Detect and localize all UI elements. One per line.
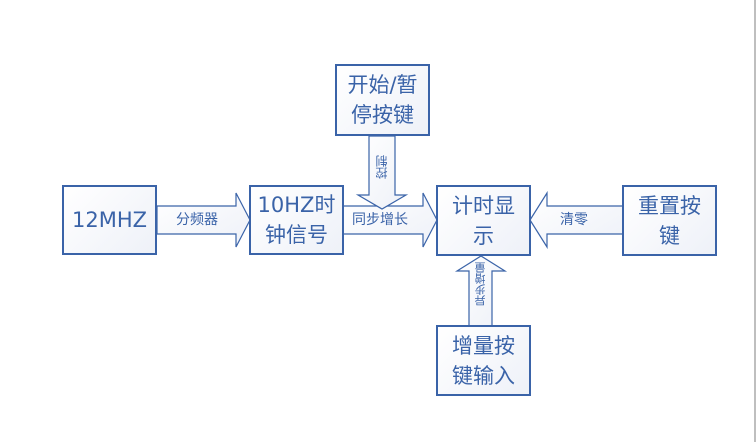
arrow-async — [454, 255, 508, 327]
edge-label-control: 控制 — [375, 155, 389, 179]
node-reset-line-1: 重置按 — [638, 193, 701, 218]
node-reset-line-2: 键 — [659, 223, 680, 248]
node-increment-line-1: 增量按 — [452, 333, 515, 358]
arrow-clear — [529, 190, 624, 250]
arrow-sync — [342, 192, 438, 248]
node-startstop: 开始/暂 停按键 — [335, 64, 430, 136]
node-reset: 重置按 键 — [622, 185, 717, 256]
arrow-divider — [156, 192, 251, 248]
node-increment: 增量按 键输入 — [436, 325, 531, 396]
node-increment-line-2: 键输入 — [452, 363, 515, 388]
node-osc: 12MHZ — [62, 185, 157, 255]
node-osc-line-1: 12MHZ — [71, 208, 148, 232]
arrow-control — [355, 135, 409, 210]
edge-label-clear: 清零 — [560, 212, 588, 228]
edge-label-async: 异步增量 — [474, 262, 487, 306]
node-display: 计时显 示 — [436, 185, 531, 256]
edge-label-sync: 同步增长 — [352, 212, 408, 228]
node-startstop-line-1: 开始/暂 — [347, 73, 418, 97]
node-clock: 10HZ时 钟信号 — [249, 185, 344, 255]
node-display-line-2: 示 — [473, 223, 494, 248]
node-startstop-line-2: 停按键 — [350, 103, 414, 127]
edge-label-divider: 分频器 — [176, 212, 218, 228]
node-clock-line-2: 钟信号 — [265, 223, 328, 247]
window-edge — [754, 0, 756, 442]
node-clock-line-1: 10HZ时 — [257, 193, 336, 217]
node-display-line-1: 计时显 — [452, 193, 515, 218]
